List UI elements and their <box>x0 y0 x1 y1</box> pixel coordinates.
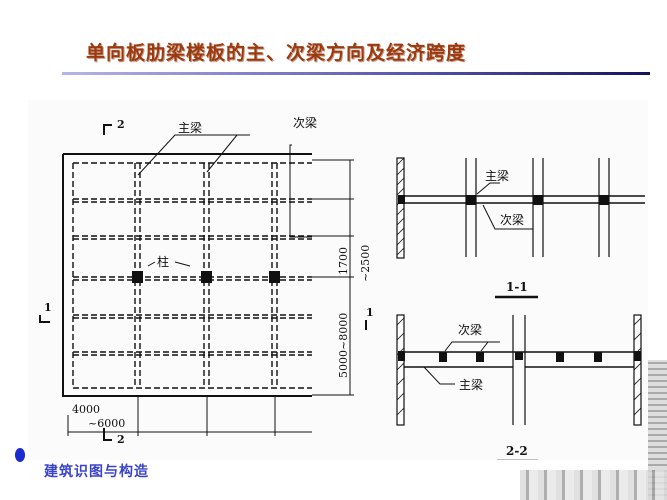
section-2-2-title: 2-2 <box>506 444 528 458</box>
plan-main-beam-label: 主梁 <box>178 120 202 135</box>
section-mark-1-right: 1 <box>366 306 374 319</box>
section-1-1-view <box>396 157 645 299</box>
building-image-bottom <box>520 470 667 500</box>
dim-secondary-span-min: 4000 <box>72 403 100 416</box>
section-2-2-view <box>396 314 642 460</box>
section-mark-1-left: 1 <box>44 301 52 314</box>
s11-main-beam-label: 主梁 <box>485 168 509 183</box>
s22-main-beam-label: 主梁 <box>459 377 483 392</box>
dim-main-span: 5000~8000 <box>337 313 350 378</box>
building-image <box>648 360 667 500</box>
section-1-1-title: 1-1 <box>506 280 528 294</box>
bullet-icon <box>15 448 25 462</box>
column-marker <box>269 271 280 283</box>
plan-column-label: 柱 <box>157 254 169 269</box>
plan-secondary-beam-label: 次梁 <box>293 115 317 130</box>
dim-secondary-spacing: 1700 <box>337 247 350 275</box>
section-mark-2-top: 2 <box>117 118 125 131</box>
s22-secondary-beam-label: 次梁 <box>458 322 482 337</box>
dim-secondary-span-max: ~6000 <box>88 417 125 430</box>
column-marker <box>201 271 212 283</box>
footer-course-title: 建筑识图与构造 <box>44 464 149 480</box>
dim-secondary-spacing-max: ~2500 <box>359 245 372 282</box>
s11-secondary-beam-label: 次梁 <box>500 212 524 227</box>
floor-plan-diagram: 主梁 次梁 柱 2 2 1 1 1700 ~2500 5000~8000 400… <box>28 100 648 460</box>
section-mark-2-bottom: 2 <box>117 433 125 446</box>
slide-title: 单向板肋梁楼板的主、次梁方向及经济跨度 <box>86 42 467 64</box>
column-marker <box>132 271 143 283</box>
title-underline <box>62 72 650 75</box>
plan-view <box>39 124 354 441</box>
